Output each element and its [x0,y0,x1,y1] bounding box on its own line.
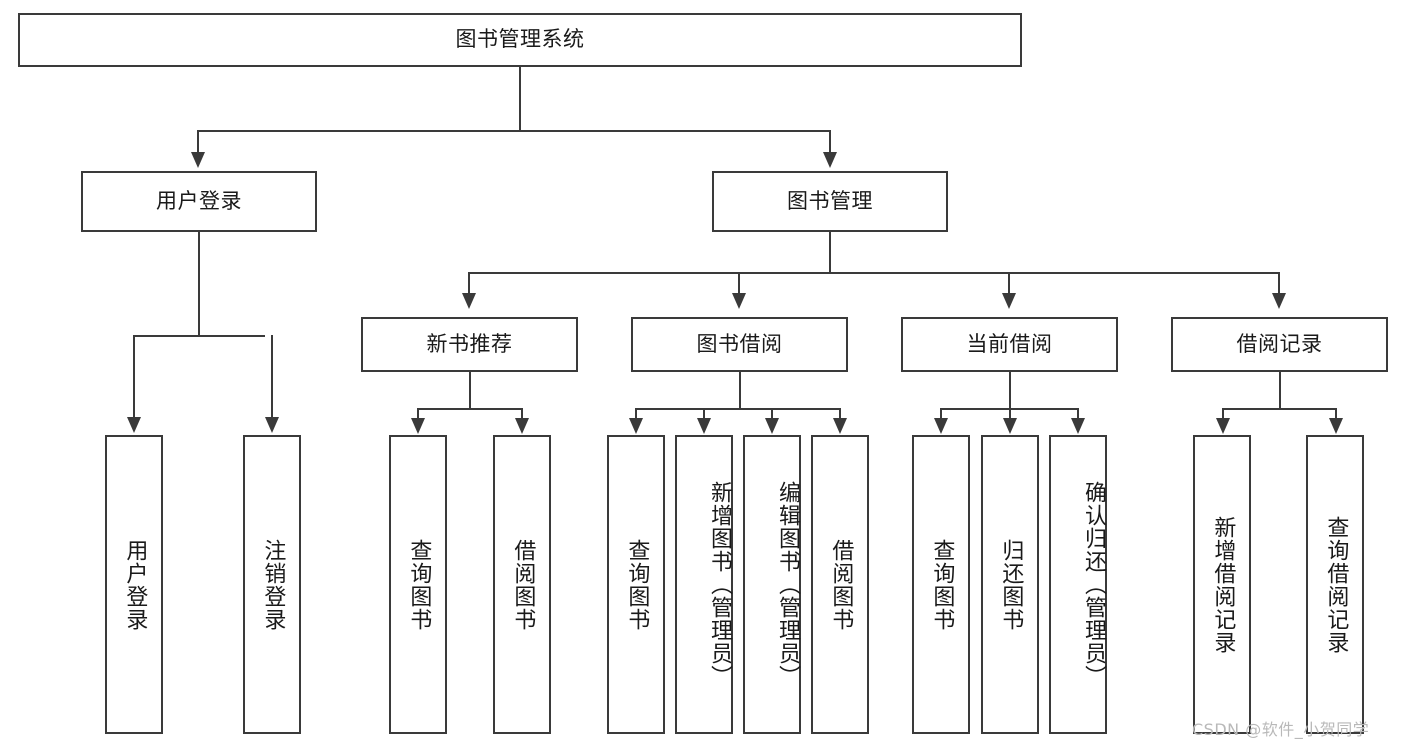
node-book-management[interactable]: 图书管理 [712,171,948,232]
arrowhead-to-book-management [823,152,837,168]
connector-user-login-stem [198,232,200,335]
leaf-new-book-query-book[interactable]: 查询图书 [389,435,447,734]
watermark-text: CSDN @软件_小贺同学 [1192,720,1370,739]
node-label: 编辑图书（管理员） [775,481,800,688]
node-label: 借阅图书 [510,538,536,631]
connector-book-borrow-stem [739,372,741,408]
arrowhead-to-new-book [462,293,476,309]
connector-to-book-borrow [738,272,740,294]
connector-book-management-stem [829,232,831,272]
node-label: 查询图书 [406,538,432,631]
arrowhead-user-login-leaf1 [127,417,141,433]
node-label: 查询图书 [624,538,650,631]
connector-book-borrow-leaf4 [839,408,841,419]
arrowhead-book-borrow-leaf1 [629,418,643,434]
node-label: 新增图书（管理员） [707,481,732,688]
connector-borrow-record-stem [1279,372,1281,408]
leaf-book-borrow-add-book-admin[interactable]: 新增图书（管理员） [675,435,733,734]
arrowhead-book-borrow-leaf3 [765,418,779,434]
connector-current-borrow-leaf1 [940,408,942,419]
connector-book-borrow-leaf2 [703,408,705,419]
connector-book-borrow-bus [635,408,841,410]
connector-new-book-stem [469,372,471,408]
connector-current-borrow-leaf2 [1009,408,1011,419]
arrowhead-to-borrow-record [1272,293,1286,309]
arrowhead-borrow-record-leaf1 [1216,418,1230,434]
leaf-book-borrow-borrow-book[interactable]: 借阅图书 [811,435,869,734]
node-label: 新增借阅记录 [1210,515,1236,654]
node-root-book-management-system[interactable]: 图书管理系统 [18,13,1022,67]
connector-level2-bus [197,130,831,132]
connector-borrow-record-bus [1222,408,1336,410]
arrowhead-to-current-borrow [1002,293,1016,309]
node-label: 图书借阅 [696,331,783,356]
node-label: 归还图书 [998,538,1024,631]
connector-book-borrow-leaf3 [771,408,773,419]
leaf-current-borrow-confirm-return-admin[interactable]: 确认归还（管理员） [1049,435,1107,734]
connector-to-current-borrow [1008,272,1010,294]
leaf-current-borrow-query-book[interactable]: 查询图书 [912,435,970,734]
node-label: 新书推荐 [426,331,513,356]
arrowhead-new-book-leaf1 [411,418,425,434]
connector-new-book-bus [417,408,522,410]
node-label: 图书管理系统 [455,27,585,52]
connector-level3-bus [468,272,1278,274]
connector-to-user-login [197,130,199,153]
leaf-user-login-signout[interactable]: 注销登录 [243,435,301,734]
connector-current-borrow-stem [1009,372,1011,408]
node-book-borrow[interactable]: 图书借阅 [631,317,848,372]
leaf-user-login-signin[interactable]: 用户登录 [105,435,163,734]
arrowhead-current-borrow-leaf3 [1071,418,1085,434]
arrowhead-to-book-borrow [732,293,746,309]
arrowhead-current-borrow-leaf1 [934,418,948,434]
node-label: 借阅记录 [1236,331,1323,356]
connector-to-borrow-record [1278,272,1280,294]
leaf-book-borrow-query-book[interactable]: 查询图书 [607,435,665,734]
arrowhead-book-borrow-leaf2 [697,418,711,434]
node-label: 借阅图书 [828,538,854,631]
connector-current-borrow-leaf3 [1077,408,1079,419]
connector-user-login-leaf1 [133,335,135,418]
node-user-login[interactable]: 用户登录 [81,171,317,232]
node-label: 用户登录 [156,188,242,213]
node-label: 注销登录 [260,538,286,631]
connector-user-login-bus [133,335,265,337]
node-label: 当前借阅 [966,331,1053,356]
arrowhead-borrow-record-leaf2 [1329,418,1343,434]
node-new-book-recommend[interactable]: 新书推荐 [361,317,578,372]
leaf-current-borrow-return-book[interactable]: 归还图书 [981,435,1039,734]
connector-new-book-leaf2 [521,408,523,419]
arrowhead-new-book-leaf2 [515,418,529,434]
arrowhead-user-login-leaf2 [265,417,279,433]
connector-new-book-leaf1 [417,408,419,419]
arrowhead-to-user-login [191,152,205,168]
arrowhead-book-borrow-leaf4 [833,418,847,434]
connector-user-login-leaf2 [271,335,273,418]
connector-book-borrow-leaf1 [635,408,637,419]
connector-borrow-record-leaf2 [1335,408,1337,419]
leaf-borrow-record-query-record[interactable]: 查询借阅记录 [1306,435,1364,734]
connector-borrow-record-leaf1 [1222,408,1224,419]
leaf-borrow-record-add-record[interactable]: 新增借阅记录 [1193,435,1251,734]
node-label: 查询图书 [929,538,955,631]
node-current-borrow[interactable]: 当前借阅 [901,317,1118,372]
node-label: 查询借阅记录 [1323,515,1349,654]
connector-to-new-book [468,272,470,294]
connector-to-book-management [829,130,831,153]
node-label: 确认归还（管理员） [1081,481,1106,688]
node-borrow-record[interactable]: 借阅记录 [1171,317,1388,372]
arrowhead-current-borrow-leaf2 [1003,418,1017,434]
node-label: 用户登录 [122,538,148,631]
leaf-new-book-borrow-book[interactable]: 借阅图书 [493,435,551,734]
leaf-book-borrow-edit-book-admin[interactable]: 编辑图书（管理员） [743,435,801,734]
connector-root-stem [519,67,521,130]
node-label: 图书管理 [787,188,873,213]
